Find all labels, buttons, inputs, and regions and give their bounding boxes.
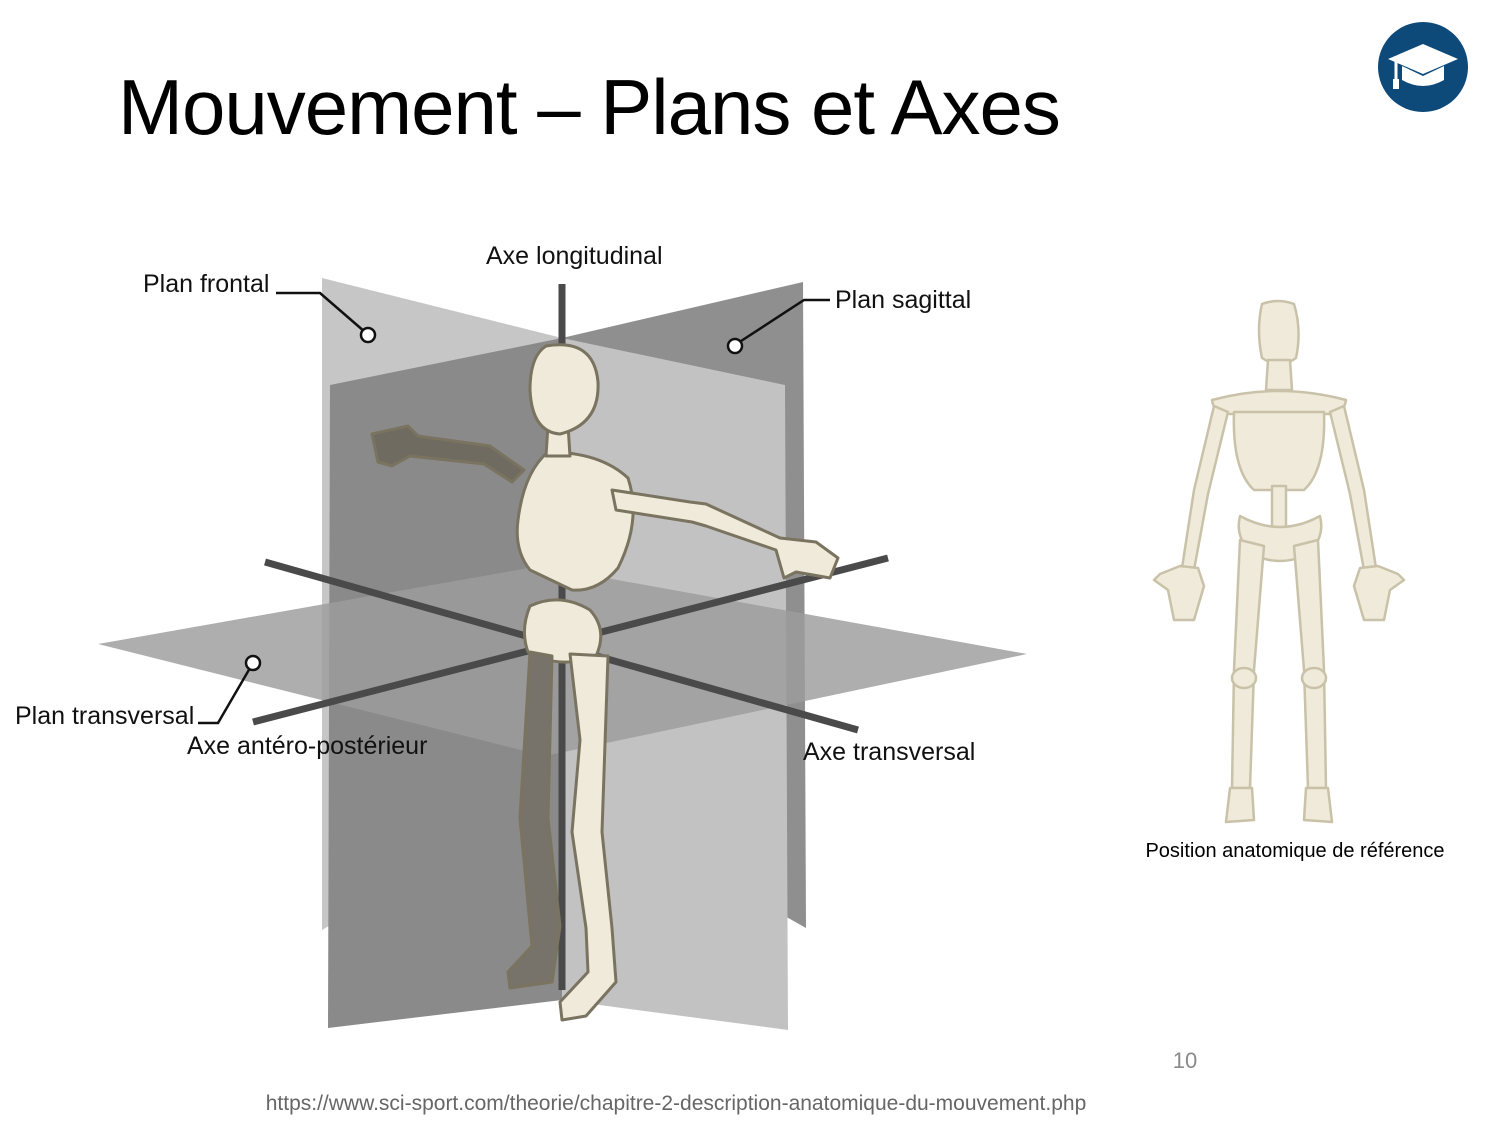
label-plan-frontal: Plan frontal	[143, 270, 269, 298]
label-axe-longitudinal: Axe longitudinal	[486, 242, 663, 270]
graduation-cap-icon	[1378, 22, 1468, 112]
anatomical-reference-skeleton	[1152, 299, 1406, 824]
slide-title: Mouvement – Plans et Axes	[118, 63, 1061, 151]
mannequin-figure	[370, 343, 840, 1022]
label-axe-antero-posterieur: Axe antéro-postérieur	[187, 732, 427, 760]
planes-axes-diagram: Axe longitudinal Plan frontal Plan sagit…	[15, 242, 1027, 1030]
reference-caption: Position anatomique de référence	[1145, 840, 1445, 862]
label-plan-sagittal: Plan sagittal	[835, 286, 971, 314]
source-url[interactable]: https://www.sci-sport.com/theorie/chapit…	[265, 1092, 1087, 1115]
page-number: 10	[1172, 1048, 1198, 1073]
label-plan-transversal: Plan transversal	[15, 702, 194, 730]
label-leaders	[198, 291, 830, 725]
label-axe-transversal: Axe transversal	[803, 738, 975, 766]
